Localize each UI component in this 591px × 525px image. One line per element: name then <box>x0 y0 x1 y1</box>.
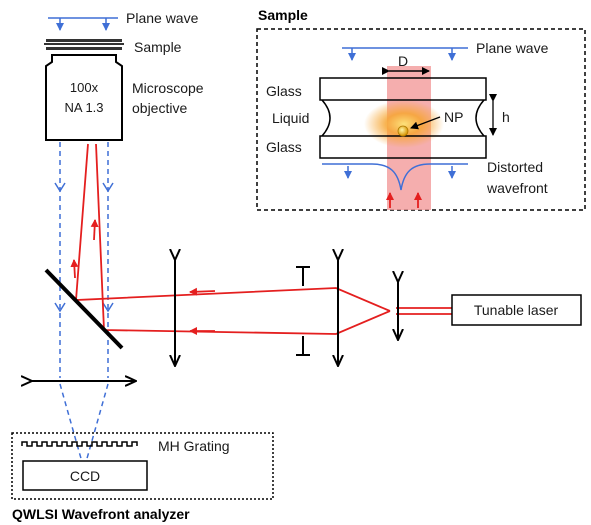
inset-plane-wave-label: Plane wave <box>476 40 549 56</box>
np-label: NP <box>444 109 463 125</box>
imaging-path <box>59 142 109 463</box>
liquid-meniscus-left <box>321 99 331 137</box>
dichroic-mirror <box>44 268 124 350</box>
distorted-label-line2: wavefront <box>486 180 548 196</box>
glass-bottom-label: Glass <box>266 139 302 155</box>
plane-wave-top-label: Plane wave <box>126 10 199 26</box>
inset-plane-wave <box>342 47 468 61</box>
np-pointer <box>410 116 441 130</box>
laser-beams <box>75 143 452 335</box>
glass-top-label: Glass <box>266 83 302 99</box>
microscope-label-line2: objective <box>132 100 187 116</box>
inset-title: Sample <box>258 7 308 23</box>
objective-mag: 100x <box>70 80 99 95</box>
distorted-wavefront <box>322 163 468 191</box>
laser-arrows <box>70 219 216 335</box>
tunable-laser-label: Tunable laser <box>474 302 559 318</box>
analyzer-box <box>11 432 274 500</box>
d-label: D <box>398 53 408 69</box>
distorted-label-line1: Distorted <box>487 159 543 175</box>
sample-label: Sample <box>134 39 182 55</box>
microscope-objective <box>45 54 123 141</box>
heat-glow <box>364 100 444 148</box>
liquid-label: Liquid <box>272 110 309 126</box>
objective-na: NA 1.3 <box>64 100 103 115</box>
glass-top <box>319 77 487 101</box>
iris-aperture <box>296 266 310 356</box>
imaging-arrows <box>54 182 114 313</box>
ccd-box <box>22 460 148 491</box>
sample-slide <box>44 39 124 50</box>
mh-grating <box>21 441 138 447</box>
h-label: h <box>502 109 510 125</box>
ccd-label: CCD <box>70 468 100 484</box>
analyzer-label: QWLSI Wavefront analyzer <box>12 506 190 522</box>
microscope-label-line1: Microscope <box>132 80 204 96</box>
mh-grating-label: MH Grating <box>158 438 230 454</box>
plane-wave-top <box>48 17 118 31</box>
liquid-meniscus-right <box>475 99 485 137</box>
nanoparticle <box>397 125 409 137</box>
tunable-laser-box <box>451 294 582 326</box>
